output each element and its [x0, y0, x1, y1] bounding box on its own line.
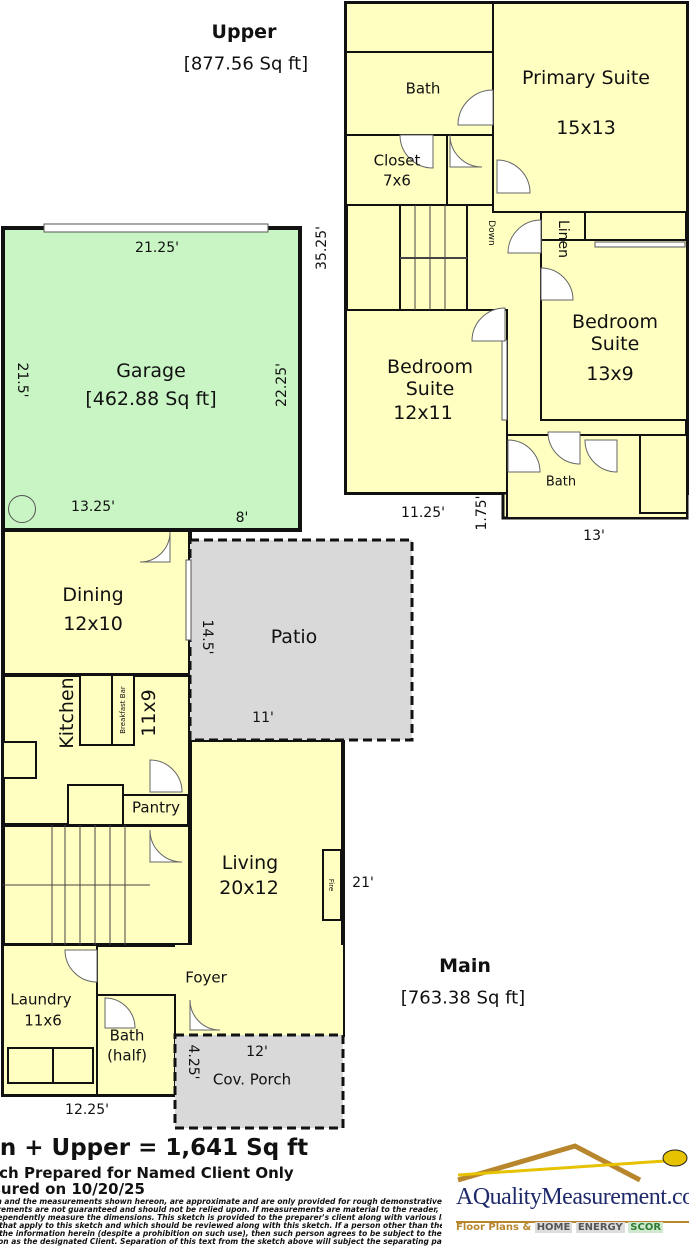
kitchen-name: Kitchen: [56, 677, 79, 749]
logo-tag-score: SCOR: [628, 1222, 664, 1233]
fireplace: [322, 849, 342, 921]
bedroom-suite-right: [540, 239, 688, 421]
half-bath-name: Bath: [109, 1026, 145, 1045]
upper-title: Upper: [211, 21, 277, 44]
garage-name: Garage: [116, 360, 186, 383]
disclaimer-line: dependently measure the dimensions. This…: [0, 1213, 442, 1222]
breakfast-bar: [111, 674, 135, 746]
bedroom-right-name: Bedroom Suite: [572, 311, 658, 355]
laundry-name: Laundry: [10, 990, 72, 1009]
logo-tag-prefix: Floor Plans &: [456, 1222, 532, 1233]
upper-bath2-label: Bath: [545, 474, 577, 490]
stair-treads: [3, 205, 467, 945]
prepared-line: tch Prepared for Named Client Only: [0, 1164, 294, 1182]
garage-sqft: [462.88 Sq ft]: [85, 388, 217, 411]
laundry-size: 11x6: [24, 1011, 62, 1030]
logo-tag-home: HOME: [534, 1222, 573, 1233]
door-swings: [64, 89, 618, 1031]
logo-tagline: Floor Plans & HOME ENERGY SCOR: [456, 1222, 664, 1233]
dryer: [52, 1047, 94, 1084]
garage-bottom-right-dim: 8': [235, 509, 249, 526]
prepared-note: tch Prepared for Named Client Only sured…: [0, 1165, 294, 1197]
measured-date: sured on 10/20/25: [0, 1180, 145, 1198]
disclaimer-line: urements are not guaranteed and should n…: [0, 1205, 442, 1214]
half-bath-note: (half): [107, 1046, 147, 1065]
upper-height-dim: 35.25': [313, 226, 330, 270]
porch-outline: [173, 1033, 345, 1130]
garage-right-dim: 22.25': [273, 363, 290, 407]
dining-size: 12x10: [63, 613, 123, 636]
foyer-fill: [175, 945, 343, 1035]
island: [79, 674, 113, 746]
closet-name: Closet: [373, 151, 421, 170]
stove: [2, 741, 37, 779]
disclaimer-line: tion as the designated Client. Separatio…: [0, 1237, 442, 1246]
disclaimer-line: s that apply to this sketch and which sh…: [0, 1221, 442, 1230]
patio-label: Patio: [270, 626, 318, 649]
garage-left-dim: 21.5': [14, 362, 31, 398]
bedroom-left-name: Bedroom Suite: [387, 356, 473, 400]
living-name: Living: [221, 852, 279, 875]
patio-outline: [188, 538, 414, 742]
main-bottom-dim: 12.25': [65, 1101, 109, 1118]
total-sqft: in + Upper = 1,641 Sq ft: [0, 1135, 309, 1161]
breakfast-bar-label: Breakfast Bar: [118, 686, 127, 734]
bedroom-left-size: 12x11: [393, 402, 453, 425]
linen-label: Linen: [555, 219, 572, 259]
dining-name: Dining: [62, 584, 124, 607]
closet-size: 7x6: [383, 171, 411, 190]
garage-top-dim: 21.25': [135, 239, 179, 256]
disclaimer-line: ch and the measurements shown hereon, ar…: [0, 1198, 442, 1206]
bathtub: [639, 434, 688, 514]
toilet-room: [446, 134, 494, 206]
patio-side-dim: 14.5': [199, 619, 216, 655]
primary-suite-name: Primary Suite: [522, 67, 650, 90]
upper-bottom-left-dim: 11.25': [401, 504, 445, 521]
slider-door: [185, 559, 192, 641]
logo-tag-energy: ENERGY: [575, 1222, 625, 1233]
logo-name: AQualityMeasurement.co: [456, 1184, 689, 1210]
garage-door: [43, 223, 269, 233]
upper-sqft: [877.56 Sq ft]: [183, 53, 309, 75]
tub-shower: [345, 2, 494, 53]
counter: [67, 784, 124, 826]
primary-suite-size: 15x13: [556, 117, 616, 140]
closet-slider: [501, 339, 508, 421]
porch-label: Cov. Porch: [212, 1070, 292, 1089]
disclaimer: ch and the measurements shown hereon, ar…: [0, 1198, 442, 1246]
washer: [7, 1047, 54, 1084]
upper-bath-label: Bath: [405, 79, 441, 98]
stairs-down-label: Down: [486, 220, 497, 246]
logo-house-icon: [456, 1143, 689, 1223]
upper-bump-dim: 1.75': [473, 495, 490, 531]
kitchen-size: 11x9: [138, 689, 161, 737]
main-title: Main: [439, 955, 491, 978]
fireplace-label: Fire: [327, 878, 336, 892]
porch-side-dim: 4.25': [185, 1044, 202, 1080]
patio-bottom-dim: 11': [252, 709, 274, 726]
garage-bottom-left-dim: 13.25': [71, 498, 115, 515]
pantry: [122, 794, 189, 826]
company-logo: AQualityMeasurement.co Floor Plans & HOM…: [452, 1140, 689, 1247]
upper-bottom-right-dim: 13': [583, 527, 605, 544]
foyer-label: Foyer: [185, 968, 227, 987]
closet-slider: [594, 241, 686, 248]
main-sqft: [763.38 Sq ft]: [400, 987, 526, 1009]
porch-top-dim: 12': [246, 1043, 268, 1060]
bedroom-right-size: 13x9: [586, 363, 634, 386]
water-heater-icon: [8, 495, 36, 523]
pantry-label: Pantry: [132, 798, 180, 817]
living-side-dim: 21': [352, 874, 374, 891]
living-size: 20x12: [219, 877, 279, 900]
disclaimer-line: s the information herein (despite a proh…: [0, 1229, 442, 1238]
